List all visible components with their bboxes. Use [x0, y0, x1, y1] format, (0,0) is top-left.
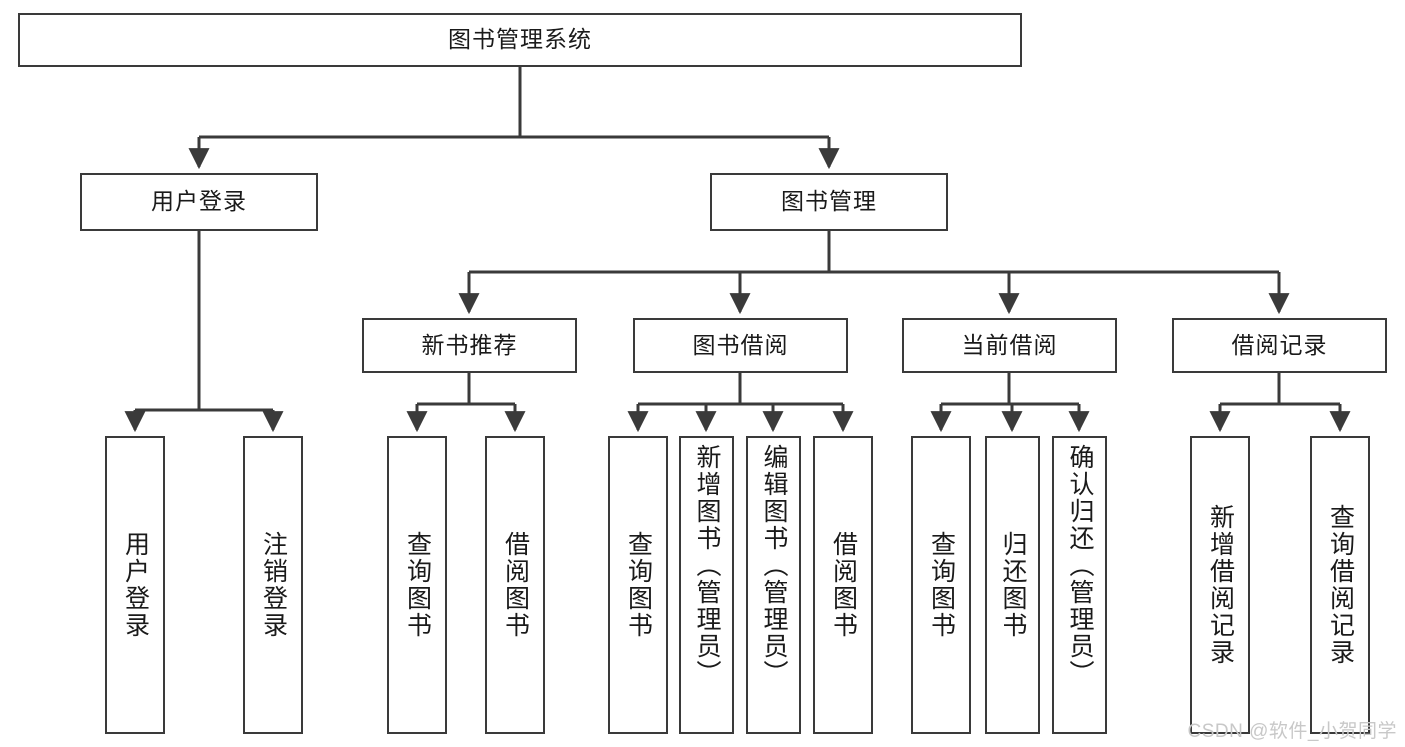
- node-leaf-add-book[interactable]: 新增图书（管理员）: [679, 436, 734, 734]
- node-leaf-user-login[interactable]: 用户登录: [105, 436, 165, 734]
- node-leaf-query-book-rec-label: 查询图书: [403, 531, 432, 639]
- node-user-login-label: 用户登录: [151, 188, 247, 215]
- node-borrow-record-label: 借阅记录: [1231, 331, 1328, 358]
- node-leaf-edit-book-label: 编辑图书（管理员）: [760, 444, 788, 687]
- node-leaf-borrow-book[interactable]: 借阅图书: [813, 436, 873, 734]
- node-leaf-borrow-book-rec-label: 借阅图书: [501, 531, 530, 639]
- node-leaf-query-record[interactable]: 查询借阅记录: [1310, 436, 1370, 734]
- node-leaf-query-book-borrow-label: 查询图书: [624, 531, 653, 639]
- node-leaf-add-record[interactable]: 新增借阅记录: [1190, 436, 1250, 734]
- node-leaf-logout[interactable]: 注销登录: [243, 436, 303, 734]
- node-root[interactable]: 图书管理系统: [18, 13, 1022, 67]
- node-book-borrow-label: 图书借阅: [692, 331, 789, 358]
- node-leaf-return-book[interactable]: 归还图书: [985, 436, 1040, 734]
- node-leaf-query-book-cur[interactable]: 查询图书: [911, 436, 971, 734]
- node-new-book-recommend-label: 新书推荐: [421, 331, 518, 358]
- node-leaf-borrow-book-rec[interactable]: 借阅图书: [485, 436, 545, 734]
- node-leaf-query-book-cur-label: 查询图书: [927, 531, 956, 639]
- node-book-borrow[interactable]: 图书借阅: [633, 318, 848, 373]
- node-leaf-edit-book[interactable]: 编辑图书（管理员）: [746, 436, 801, 734]
- node-current-borrow[interactable]: 当前借阅: [902, 318, 1117, 373]
- node-user-login[interactable]: 用户登录: [80, 173, 318, 231]
- node-leaf-user-login-label: 用户登录: [121, 531, 150, 639]
- node-leaf-add-book-label: 新增图书（管理员）: [693, 444, 721, 687]
- node-book-manage[interactable]: 图书管理: [710, 173, 948, 231]
- node-book-manage-label: 图书管理: [781, 188, 877, 215]
- node-leaf-query-book-borrow[interactable]: 查询图书: [608, 436, 668, 734]
- node-leaf-query-record-label: 查询借阅记录: [1326, 504, 1355, 666]
- node-leaf-borrow-book-label: 借阅图书: [829, 531, 858, 639]
- node-leaf-return-book-label: 归还图书: [999, 531, 1027, 639]
- node-leaf-add-record-label: 新增借阅记录: [1206, 504, 1235, 666]
- node-leaf-logout-label: 注销登录: [259, 531, 288, 639]
- node-current-borrow-label: 当前借阅: [961, 331, 1058, 358]
- node-leaf-confirm-return[interactable]: 确认归还（管理员）: [1052, 436, 1107, 734]
- node-new-book-recommend[interactable]: 新书推荐: [362, 318, 577, 373]
- node-leaf-confirm-return-label: 确认归还（管理员）: [1066, 444, 1094, 687]
- node-root-label: 图书管理系统: [448, 26, 592, 53]
- node-borrow-record[interactable]: 借阅记录: [1172, 318, 1387, 373]
- watermark: CSDN @软件_小贺同学: [1187, 721, 1397, 742]
- node-leaf-query-book-rec[interactable]: 查询图书: [387, 436, 447, 734]
